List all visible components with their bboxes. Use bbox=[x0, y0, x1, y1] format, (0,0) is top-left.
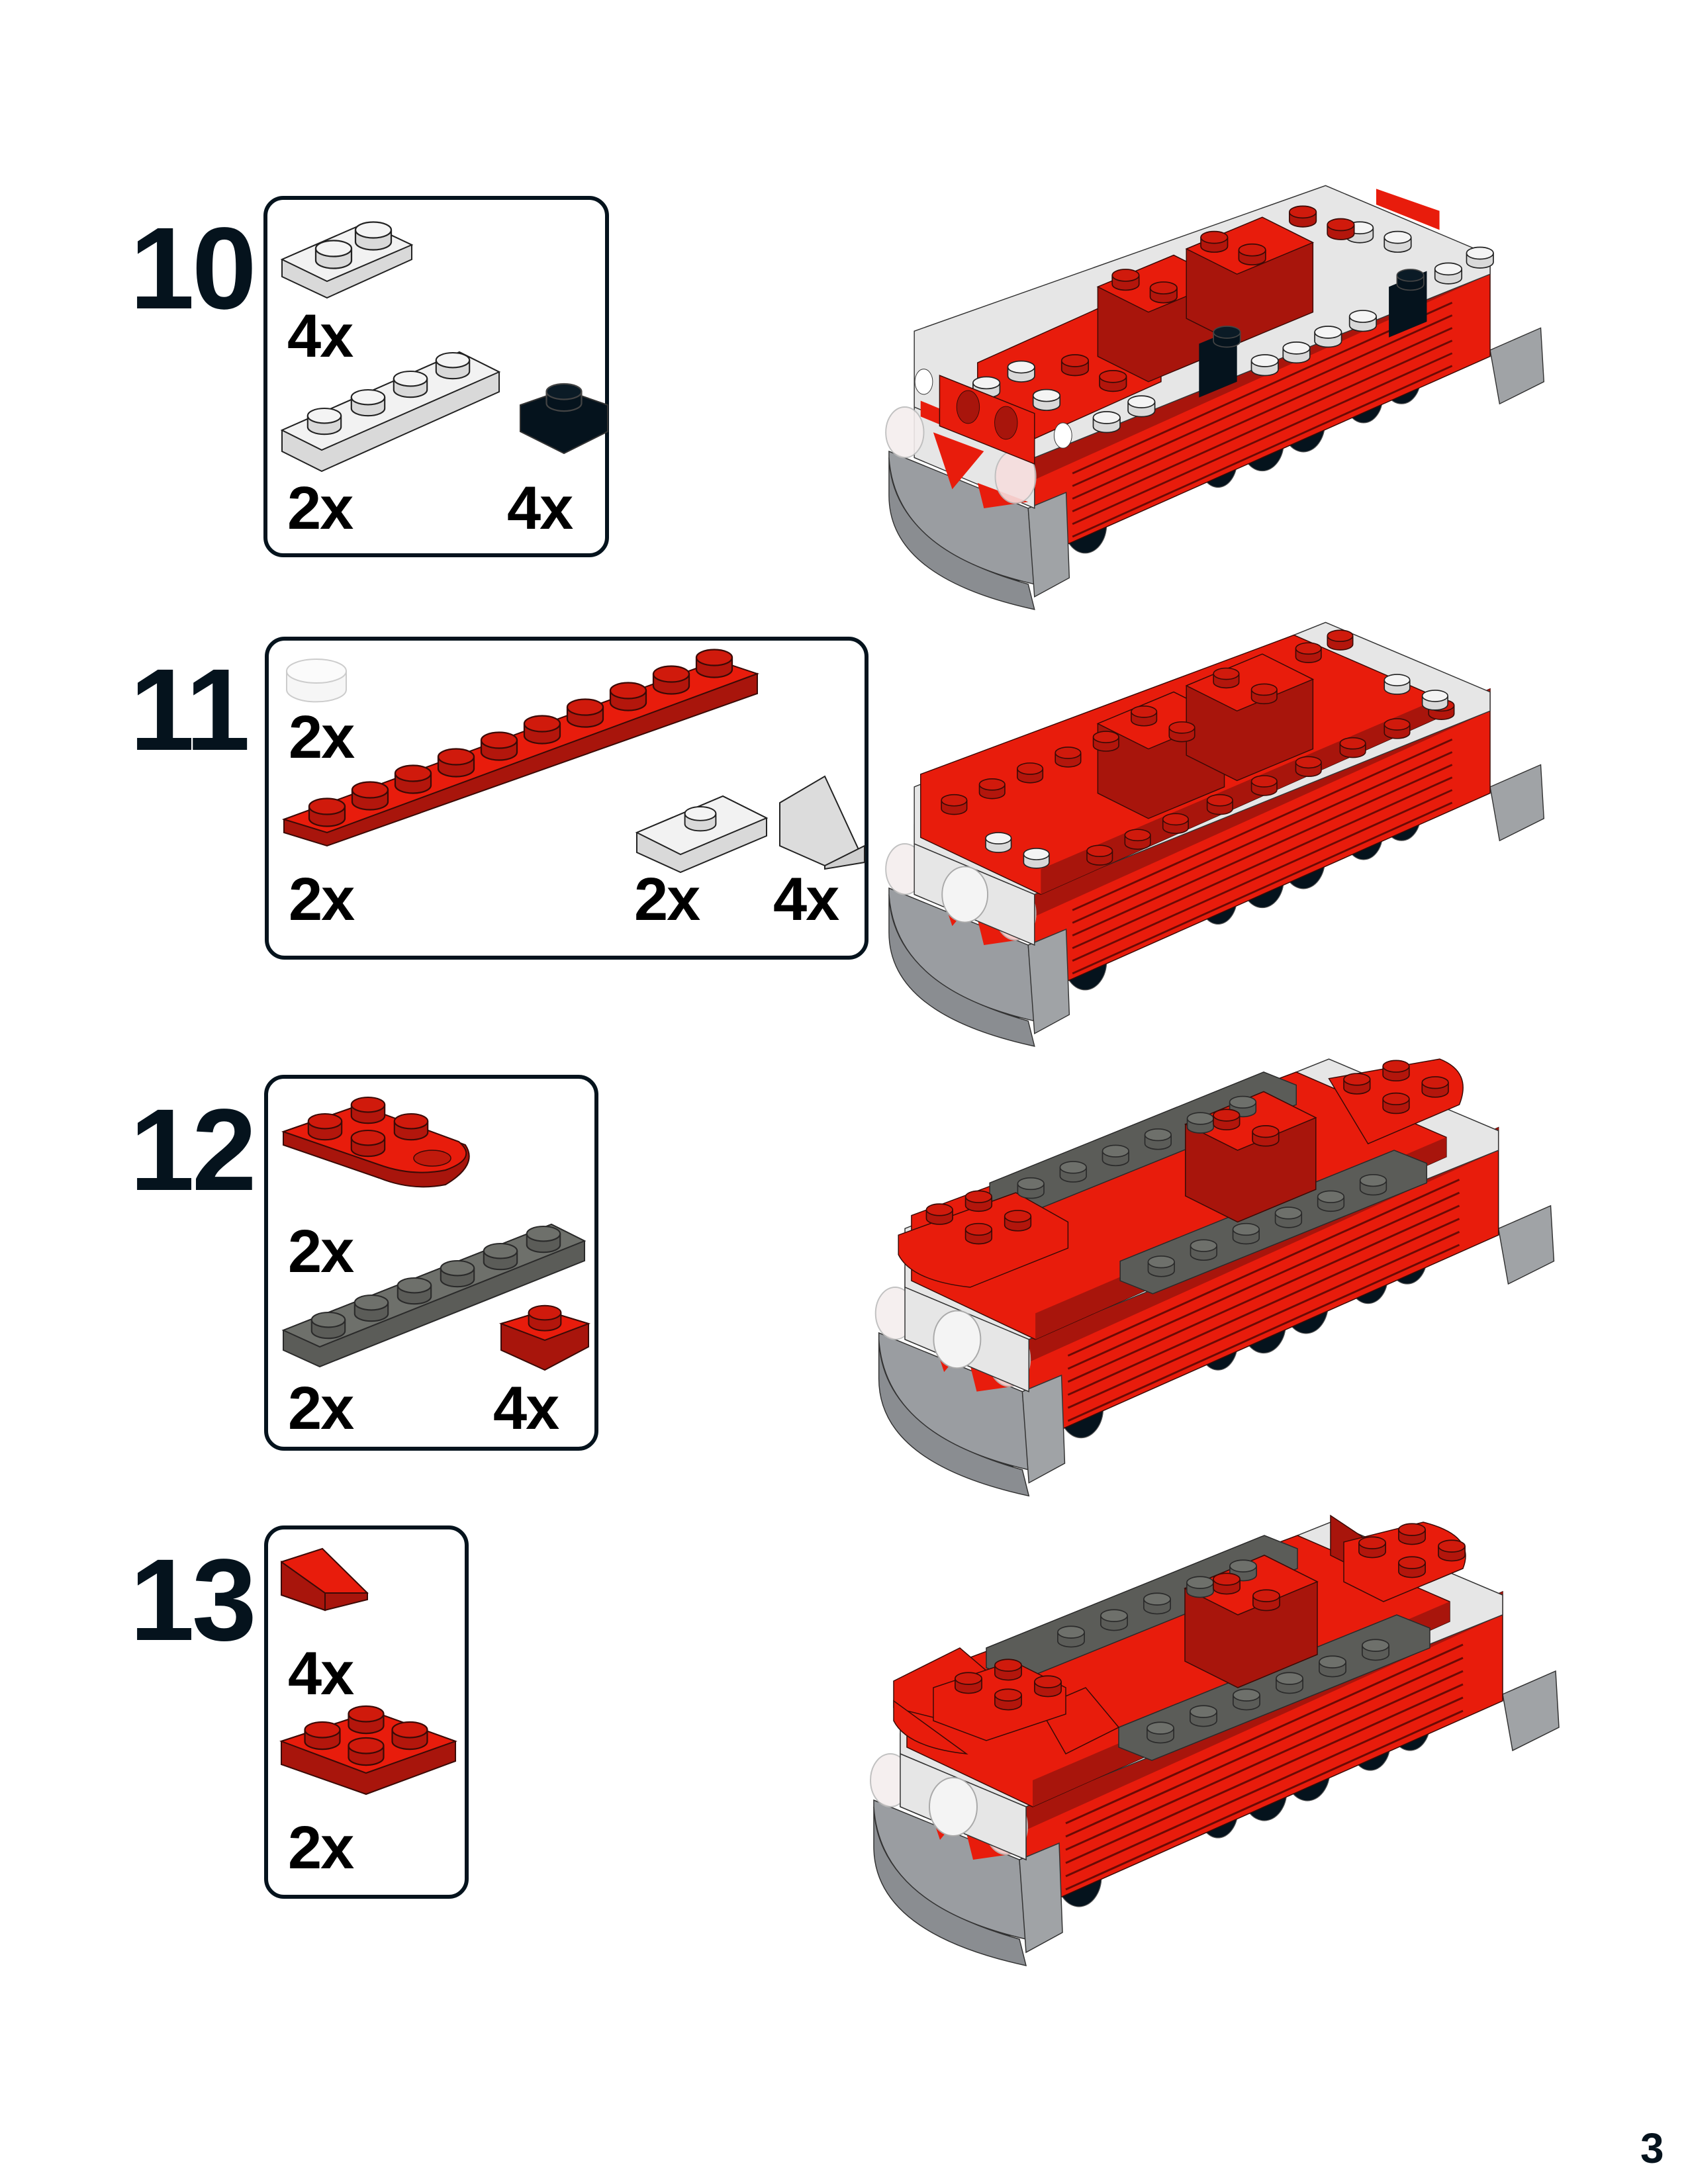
white-plate-1x2-icon bbox=[280, 220, 414, 299]
step-12-model-image bbox=[867, 1058, 1569, 1509]
parts-callout: 4x 2x 4x bbox=[263, 196, 609, 557]
quantity-label: 2x bbox=[287, 475, 353, 542]
step-10-model-image bbox=[867, 185, 1569, 622]
step-number: 11 bbox=[130, 645, 250, 775]
quantity-label: 4x bbox=[773, 866, 839, 933]
page-number: 3 bbox=[1640, 2124, 1664, 2172]
white-jumper-plate-icon bbox=[635, 793, 769, 874]
quantity-label: 2x bbox=[288, 1814, 354, 1882]
quantity-label: 2x bbox=[634, 866, 700, 933]
step-number: 10 bbox=[130, 204, 257, 334]
red-plate-1x1-icon bbox=[498, 1304, 592, 1377]
step-13-model-image bbox=[867, 1514, 1569, 1979]
parts-callout: 4x 2x bbox=[264, 1525, 469, 1899]
white-slope-1x1-icon bbox=[778, 773, 871, 870]
step-number: 12 bbox=[130, 1085, 257, 1215]
trans-clear-round-tile-icon bbox=[283, 657, 350, 709]
quantity-label: 4x bbox=[507, 475, 573, 542]
dark-gray-plate-1x6-icon bbox=[280, 1218, 586, 1368]
quantity-label: 4x bbox=[288, 1640, 354, 1707]
step-number: 13 bbox=[130, 1535, 257, 1665]
red-plate-2x2-icon bbox=[279, 1705, 459, 1801]
parts-callout: 2x 2x 4x bbox=[264, 1075, 598, 1451]
quantity-label: 4x bbox=[287, 302, 353, 370]
red-plate-1x10-icon bbox=[281, 649, 771, 866]
quantity-label: 2x bbox=[288, 1218, 354, 1285]
red-slope-1x2-icon bbox=[280, 1545, 373, 1618]
quantity-label: 2x bbox=[288, 1375, 354, 1442]
quantity-label: 2x bbox=[289, 866, 355, 933]
quantity-label: 2x bbox=[289, 704, 355, 771]
quantity-label: 4x bbox=[493, 1375, 559, 1442]
parts-callout: 2x 2x bbox=[265, 637, 868, 960]
white-plate-1x4-icon bbox=[280, 345, 506, 473]
step-11-model-image bbox=[867, 621, 1569, 1059]
red-rounded-plate-icon bbox=[280, 1092, 479, 1191]
black-plate-1x1-icon bbox=[519, 382, 612, 461]
